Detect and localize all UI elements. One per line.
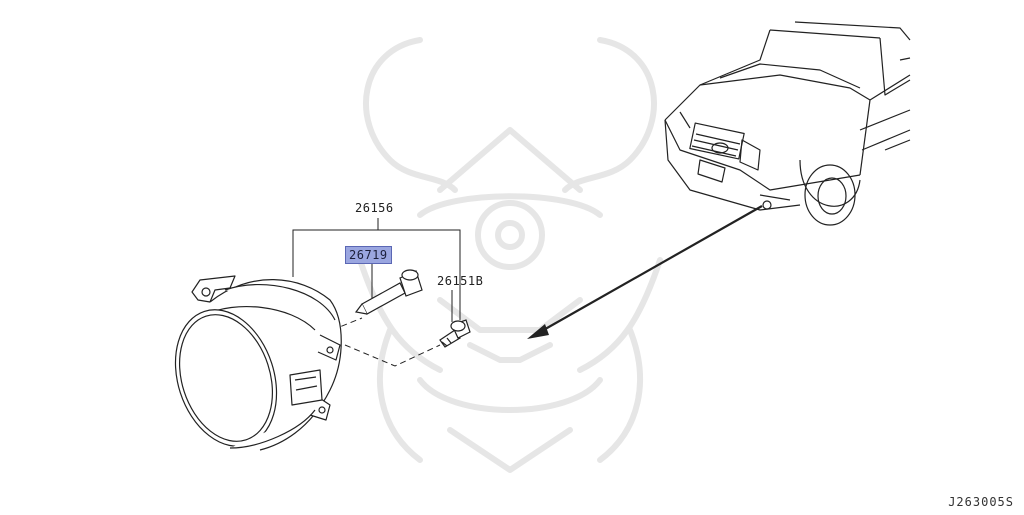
vehicle-illustration: [664, 21, 911, 226]
part-label-26719[interactable]: 26719: [345, 246, 392, 264]
bulb-icon: [354, 269, 423, 315]
location-arrow: [527, 205, 763, 339]
screw-icon: [439, 319, 471, 348]
part-label-26156[interactable]: 26156: [355, 201, 394, 215]
samurai-helmet-watermark-icon: [357, 37, 663, 473]
diagram-code: J263005S: [948, 495, 1014, 509]
part-label-26151b[interactable]: 26151B: [437, 274, 484, 288]
fog-lamp-icon: [174, 275, 342, 451]
